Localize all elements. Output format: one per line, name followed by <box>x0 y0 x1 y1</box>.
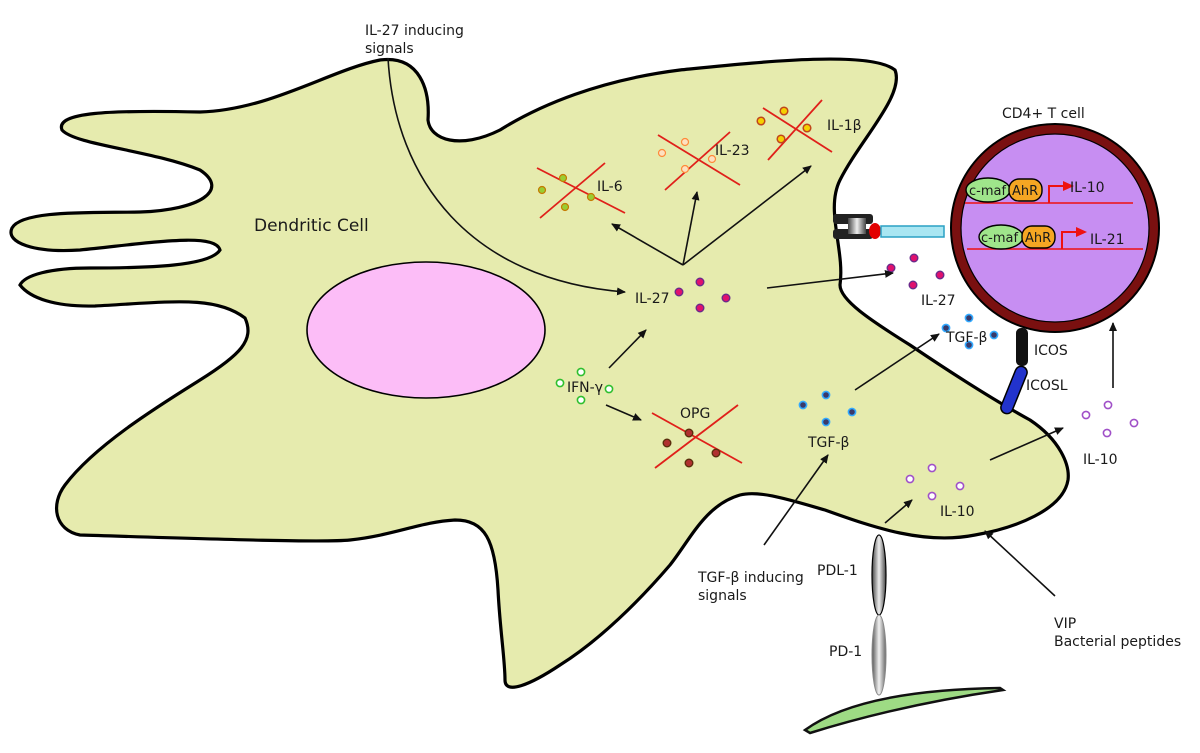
tgfb-signals-label-2: signals <box>698 588 747 604</box>
arrow-vip <box>984 530 1056 597</box>
promoter-arrow-1 <box>1048 181 1074 203</box>
gene-il21-label: IL-21 <box>1090 232 1125 248</box>
dendritic-cell-label: Dendritic Cell <box>254 216 369 236</box>
tgfb-signals-label-1: TGF-β inducing <box>697 570 804 586</box>
il27-outer-label: IL-27 <box>921 293 956 309</box>
il27-outer-dots <box>886 253 945 290</box>
arrow-to-il23 <box>682 191 700 266</box>
arrow-tgfb-out <box>854 333 940 391</box>
opg-label: OPG <box>680 406 710 422</box>
tcell-label: CD4+ T cell <box>1002 106 1085 122</box>
il10-inner-dots <box>905 463 965 501</box>
tgfb-inner-dots <box>798 390 857 427</box>
apc-membrane <box>802 686 1007 735</box>
cmaf-label-2: c-maf <box>981 231 1018 246</box>
il10-outer-label: IL-10 <box>1083 452 1118 468</box>
arrow-il10-out <box>989 427 1064 461</box>
promoter-arrow-2 <box>1061 227 1087 249</box>
il10-inner-label: IL-10 <box>940 504 975 520</box>
bacterial-peptides-label: Bacterial peptides <box>1054 634 1181 650</box>
pd1-label: PD-1 <box>829 644 862 660</box>
il6-block-mark <box>536 162 626 219</box>
tgfb-inner-label: TGF-β <box>807 435 849 451</box>
arrow-to-il6 <box>611 223 684 266</box>
ahr-label-1: AhR <box>1012 184 1038 199</box>
arrow-to-il10-inner <box>884 499 913 524</box>
tgfb-outer-dots <box>941 313 999 350</box>
pd1-receptor <box>871 614 887 696</box>
il27-inner-label: IL-27 <box>635 291 670 307</box>
gene-il10-label: IL-10 <box>1070 180 1105 196</box>
arrow-ifng-to-il27 <box>608 329 647 369</box>
il1b-label: IL-1β <box>827 118 862 134</box>
t-cell-inner <box>960 133 1150 323</box>
ahr-factor-1 <box>1008 178 1043 202</box>
opg-dots <box>662 428 721 468</box>
ifng-label: IFN-γ <box>567 380 603 396</box>
il6-label: IL-6 <box>597 179 623 195</box>
arrow-ifng-to-opg <box>605 404 642 421</box>
pdl1-ligand <box>871 534 887 616</box>
tgfb-outer-label: TGF-β <box>945 330 987 346</box>
il10-outer-dots <box>1081 400 1139 438</box>
ahr-label-2: AhR <box>1025 231 1051 246</box>
arrow-il27-signals <box>387 57 626 296</box>
arrow-to-il1b <box>682 165 812 266</box>
nucleus <box>306 261 546 399</box>
ahr-factor-2 <box>1021 225 1056 249</box>
icos-receptor <box>1016 328 1028 366</box>
il1b-block-mark <box>762 99 833 161</box>
cmaf-label-1: c-maf <box>969 184 1006 199</box>
ifng-dots <box>555 367 614 405</box>
arrow-tgfb-signals <box>763 454 829 546</box>
vip-label: VIP <box>1054 616 1076 632</box>
mhc-tcr-contact <box>833 214 945 239</box>
il23-block-mark <box>657 131 741 191</box>
il27-signals-label-1: IL-27 inducing <box>365 23 464 39</box>
icosl-label: ICOSL <box>1026 378 1068 394</box>
il27-signals-label-2: signals <box>365 41 414 57</box>
dendritic-cell-body <box>9 57 1070 689</box>
il27-inner-dots <box>674 277 731 313</box>
il1b-dots <box>756 106 812 144</box>
icosl-ligand <box>1000 365 1028 415</box>
icos-label: ICOS <box>1034 343 1068 359</box>
pdl1-label: PDL-1 <box>817 563 858 579</box>
il23-label: IL-23 <box>715 143 750 159</box>
il23-dots <box>657 137 717 174</box>
opg-block-mark <box>651 404 743 469</box>
arrow-il27-out <box>766 269 894 289</box>
il6-dots <box>537 173 596 212</box>
